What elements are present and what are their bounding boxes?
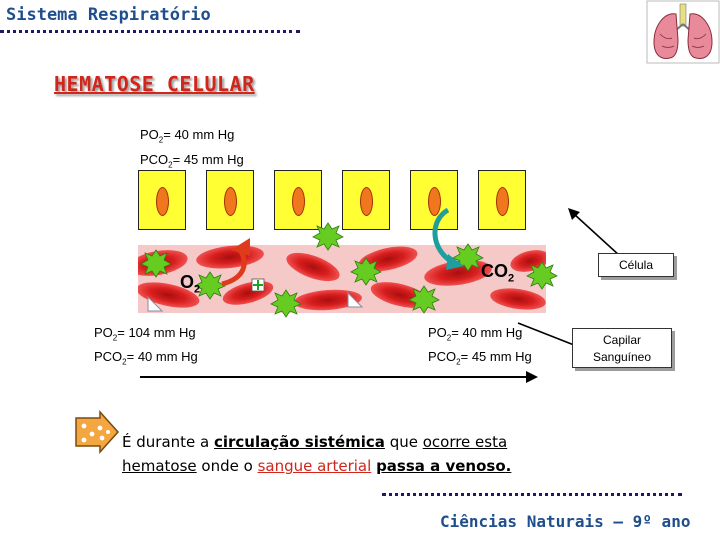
statement-arterial: sangue arterial: [257, 457, 372, 475]
platelet: [147, 295, 164, 312]
capillary-end-po2: PO2= 40 mm Hg: [428, 325, 522, 343]
cell-nucleus: [496, 187, 509, 216]
tissue-cell: [206, 170, 254, 230]
statement-emphasis: passa a venoso: [376, 457, 506, 475]
o2-arrow-head: [231, 238, 250, 256]
cell-nucleus: [292, 187, 305, 216]
header-divider: [0, 30, 300, 33]
capillary-end-po2-sub: 2: [446, 333, 452, 343]
statement-part: onde o: [196, 457, 258, 475]
plus-marker: [251, 278, 265, 292]
capillary-start-pco2: PCO2= 40 mm Hg: [94, 349, 198, 367]
o2-sub: 2: [194, 283, 201, 296]
o2-label: O2: [180, 272, 200, 296]
flow-arrow-head: [526, 371, 538, 383]
capillary-end-pco2: PCO2= 45 mm Hg: [428, 349, 532, 367]
tissue-po2: PO2= 40 mm Hg: [140, 127, 234, 145]
o2-main: O: [180, 272, 195, 292]
capillary-start-po2-sub: 2: [112, 333, 118, 343]
statement-emphasis: circulação sistémica: [213, 433, 385, 451]
tissue-po2-value: = 40 mm Hg: [163, 127, 235, 142]
capillary-end-pco2-sub: 2: [456, 357, 461, 367]
cell-nucleus: [360, 187, 373, 216]
leukocyte-icon: [526, 261, 558, 290]
statement-underlined: hematose: [122, 457, 197, 475]
capillary-end-pco2-label: PCO: [428, 349, 457, 364]
cell-nucleus: [224, 187, 237, 216]
leukocyte-icon: [270, 289, 302, 318]
statement-part: É durante a: [122, 433, 214, 451]
tissue-pco2-sub: 2: [168, 160, 173, 170]
tissue-po2-sub: 2: [158, 135, 164, 145]
capillary-callout: Capilar Sanguíneo: [572, 328, 672, 368]
capillary-callout-line2: Sanguíneo: [592, 350, 652, 364]
leukocyte-icon: [312, 222, 344, 251]
o2-arrow: [221, 248, 247, 287]
statement-part: que: [384, 433, 423, 451]
tissue-pco2-value: = 45 mm Hg: [172, 152, 244, 167]
lungs-icon: [646, 0, 720, 64]
red-blood-cell: [286, 252, 340, 282]
capillary-callout-line1: Capilar: [602, 333, 641, 347]
capillary-end-pco2-value: = 45 mm Hg: [460, 349, 532, 364]
capillary-start-pco2-label: PCO: [94, 349, 123, 364]
cell-pointer-head: [568, 208, 580, 220]
statement-period: .: [505, 457, 512, 475]
tissue-pco2: PCO2= 45 mm Hg: [140, 152, 244, 170]
footer-course: Ciências Naturais – 9º ano: [440, 512, 691, 531]
cell-callout: Célula: [598, 253, 674, 277]
tissue-cell: [138, 170, 186, 230]
capillary-start-po2-value: = 104 mm Hg: [117, 325, 196, 340]
co2-sub: 2: [508, 272, 515, 285]
platelet: [347, 291, 364, 308]
tissue-cell: [478, 170, 526, 230]
cell-pointer-line: [573, 213, 621, 257]
red-blood-cell: [490, 288, 546, 310]
co2-arrow: [432, 207, 454, 265]
leukocyte-icon: [408, 285, 440, 314]
capillary-start-pco2-value: = 40 mm Hg: [126, 349, 198, 364]
tissue-po2-label: PO: [140, 127, 159, 142]
red-blood-cell: [294, 289, 362, 311]
capillary-start-po2: PO2= 104 mm Hg: [94, 325, 196, 343]
co2-label: CO2: [481, 261, 514, 285]
tissue-cell: [342, 170, 390, 230]
capillary-start-po2-label: PO: [94, 325, 113, 340]
co2-main: CO: [481, 261, 508, 281]
capillary-pointer-line: [517, 322, 575, 346]
page-title: HEMATOSE CELULAR: [54, 72, 255, 96]
leukocyte-icon: [140, 249, 172, 278]
tissue-pco2-label: PCO: [140, 152, 169, 167]
co2-arrow-head: [446, 254, 464, 270]
cell-nucleus: [428, 187, 441, 216]
capillary-start-pco2-sub: 2: [122, 357, 127, 367]
cell-nucleus: [156, 187, 169, 216]
capillary-end-po2-label: PO: [428, 325, 447, 340]
footer-divider: [382, 493, 682, 496]
subject-title: Sistema Respiratório: [6, 5, 211, 25]
leukocyte-icon: [350, 257, 382, 286]
bullet-arrow-icon: [75, 410, 120, 454]
capillary-end-po2-value: = 40 mm Hg: [451, 325, 523, 340]
statement-underlined: ocorre esta: [422, 433, 508, 451]
leukocyte-icon: [194, 271, 226, 300]
hematose-statement: É durante a circulação sistémica que oco…: [122, 430, 602, 478]
tissue-cell: [274, 170, 322, 230]
